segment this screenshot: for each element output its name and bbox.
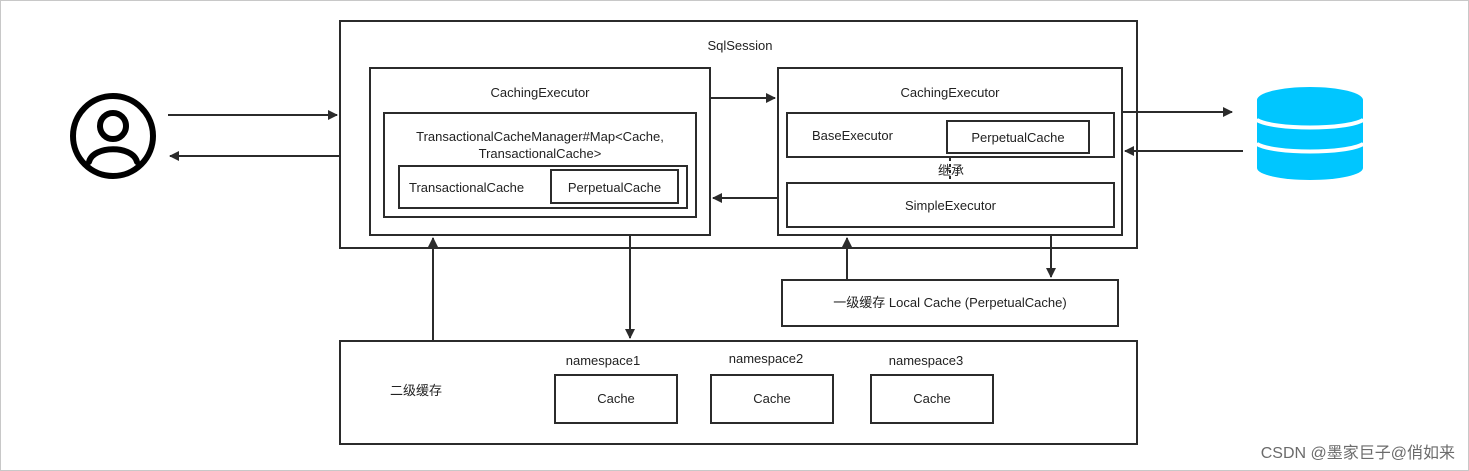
namespace1-cache-label: Cache: [597, 391, 635, 406]
namespace1-cache-box: [554, 374, 678, 424]
caching-executor-left-box: [369, 67, 711, 236]
caching-executor-right-box: [777, 67, 1123, 236]
simple-executor-box: [786, 182, 1115, 228]
second-level-cache-label: 二级缓存: [390, 383, 443, 398]
base-executor-box: [786, 112, 1115, 158]
local-cache-box: [781, 279, 1119, 327]
transactional-cache-box: [398, 165, 688, 209]
caching-executor-right-title: CachingExecutor: [900, 85, 1000, 100]
tcm-label-line2: TransactionalCache>: [478, 146, 602, 161]
namespace1-label: namespace1: [565, 353, 641, 368]
local-cache-label: 一级缓存 Local Cache (PerpetualCache): [833, 295, 1067, 310]
caching-executor-left-title: CachingExecutor: [490, 85, 590, 100]
namespace3-cache-label: Cache: [913, 391, 951, 406]
sqlsession-title: SqlSession: [707, 38, 773, 53]
perpetual-cache-left-box: [550, 169, 679, 204]
second-level-cache-box: [339, 340, 1138, 445]
namespace2-label: namespace2: [728, 351, 804, 366]
perpetual-cache-left-label: PerpetualCache: [567, 180, 662, 195]
database-icon: [1255, 87, 1365, 180]
watermark: CSDN @墨家巨子@俏如来: [1260, 445, 1455, 462]
sqlsession-box: [339, 20, 1138, 249]
namespace3-cache-box: [870, 374, 994, 424]
base-executor-label: BaseExecutor: [812, 128, 893, 143]
simple-executor-label: SimpleExecutor: [904, 198, 997, 213]
perpetual-cache-right-box: [946, 120, 1090, 154]
transactional-cache-label: TransactionalCache: [409, 180, 525, 195]
namespace3-label: namespace3: [888, 353, 964, 368]
inherit-label: 继承: [938, 163, 965, 179]
transactional-cache-manager-box: [383, 112, 697, 218]
namespace2-cache-box: [710, 374, 834, 424]
perpetual-cache-right-label: PerpetualCache: [971, 130, 1065, 145]
tcm-label-line1: TransactionalCacheManager#Map<Cache,: [416, 129, 664, 144]
namespace2-cache-label: Cache: [753, 391, 791, 406]
user-icon: [70, 93, 156, 179]
